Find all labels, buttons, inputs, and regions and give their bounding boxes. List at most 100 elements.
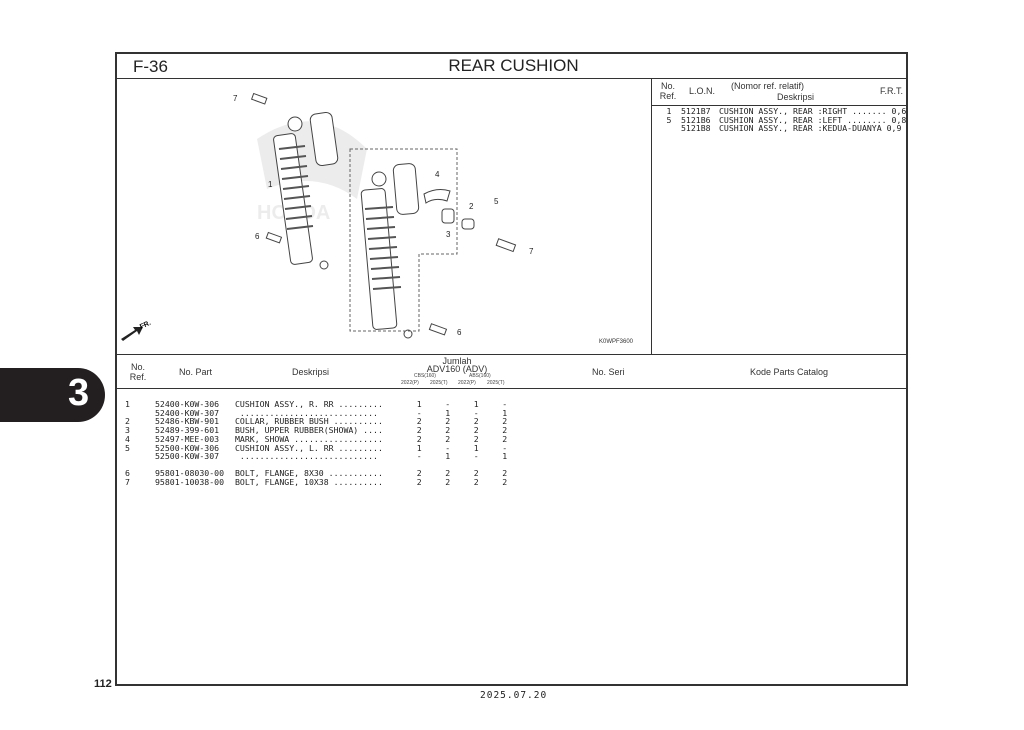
table-row: 5 52500-K0W-306 CUSHION ASSY., L. RR .....… bbox=[125, 442, 519, 453]
cell-qty: 1 bbox=[502, 451, 508, 462]
chapter-number: 3 bbox=[68, 372, 90, 414]
cell-qty: 2 bbox=[416, 425, 422, 436]
cell-part: 52400-K0W-306 bbox=[155, 399, 220, 409]
cell-qty: 1 bbox=[473, 442, 479, 453]
svg-text:1: 1 bbox=[268, 180, 273, 189]
cell-qty: 2 bbox=[445, 416, 451, 427]
cell-qty: 2 bbox=[502, 433, 508, 444]
cell-qty: 2 bbox=[445, 467, 451, 478]
cell-qty: 2 bbox=[473, 425, 479, 436]
parts-header-desc: Deskripsi bbox=[292, 367, 330, 377]
parts-page-frame: F-36 REAR CUSHION HONDA bbox=[115, 52, 908, 686]
cell-qty: 2 bbox=[473, 433, 479, 444]
cell-qty: 2 bbox=[416, 433, 422, 444]
callouts: 716 452 376 bbox=[233, 94, 534, 337]
svg-text:6: 6 bbox=[255, 232, 260, 241]
parts-header-cbs: CBS(160) bbox=[414, 373, 436, 379]
cell-qty: 2 bbox=[502, 476, 508, 487]
lon-header-desc: Deskripsi bbox=[777, 92, 815, 102]
left-shock-absorber bbox=[360, 163, 420, 339]
cell-qty: - bbox=[416, 451, 422, 462]
cell-qty: 2 bbox=[416, 476, 422, 487]
table-row: 52400-K0W-307 ..........................… bbox=[125, 407, 519, 418]
cell-part: 52486-KBW-901 bbox=[155, 416, 220, 427]
cell-desc: CUSHION ASSY., L. RR ......... bbox=[235, 442, 383, 453]
parts-header-part: No. Part bbox=[179, 367, 213, 377]
svg-text:5: 5 bbox=[494, 197, 499, 206]
cell-qty: 2 bbox=[502, 416, 508, 427]
cell-qty: 2 bbox=[445, 433, 451, 444]
cell-qty: - bbox=[473, 407, 479, 418]
cell-qty: 2 bbox=[416, 416, 422, 427]
bolt-7 bbox=[250, 92, 268, 105]
cell-qty: - bbox=[502, 399, 508, 409]
svg-text:6: 6 bbox=[457, 328, 462, 337]
cell-qty: 1 bbox=[445, 407, 451, 418]
cell-qty: - bbox=[416, 407, 422, 418]
svg-text:7: 7 bbox=[529, 247, 534, 256]
right-shock-absorber bbox=[273, 111, 339, 270]
showa-mark bbox=[423, 189, 451, 204]
table-row: 1 52400-K0W-306 CUSHION ASSY., R. RR .....… bbox=[125, 400, 519, 409]
cell-desc: BOLT, FLANGE, 8X30 ........... bbox=[235, 467, 383, 478]
cell-qty: - bbox=[445, 399, 451, 409]
cell-qty: 2 bbox=[473, 467, 479, 478]
parts-header-y4: 2025(T) bbox=[487, 380, 505, 386]
cell-desc: CUSHION ASSY., R. RR ......... bbox=[235, 399, 383, 409]
cell-qty: 2 bbox=[445, 476, 451, 487]
cell-qty: 2 bbox=[502, 425, 508, 436]
cell-desc: MARK, SHOWA .................. bbox=[235, 433, 383, 444]
table-row: 4 52497-MEE-003 MARK, SHOWA ..............… bbox=[125, 435, 519, 444]
svg-text:4: 4 bbox=[435, 170, 440, 179]
bolt-6 bbox=[265, 231, 283, 244]
cell-qty: 1 bbox=[502, 407, 508, 418]
cell-desc: BUSH, UPPER RUBBER(SHOWA) .... bbox=[235, 425, 383, 436]
cell-qty: 1 bbox=[445, 451, 451, 462]
cell-qty: 1 bbox=[416, 442, 422, 453]
front-arrow-icon bbox=[121, 327, 143, 341]
diagram-code: K0WPF3600 bbox=[599, 339, 634, 345]
parts-header-seri: No. Seri bbox=[592, 367, 625, 377]
cell-qty: 2 bbox=[473, 416, 479, 427]
front-label: FR. bbox=[139, 320, 152, 331]
cell-qty: - bbox=[445, 442, 451, 453]
lon-header-lon: L.O.N. bbox=[689, 86, 716, 96]
lon-header-frt: F.R.T. bbox=[880, 86, 904, 96]
cell-desc: ............................ bbox=[235, 407, 378, 418]
parts-header-y3: 2022(P) bbox=[458, 380, 476, 386]
parts-header-ref: No. Ref. bbox=[129, 362, 147, 382]
chapter-tab: 3 bbox=[0, 368, 105, 422]
cell-ref: 3 bbox=[125, 425, 130, 436]
parts-header-model: ADV160 (ADV) bbox=[426, 364, 488, 374]
svg-text:2: 2 bbox=[469, 202, 474, 211]
cell-part: 52500-K0W-307 bbox=[155, 451, 220, 462]
svg-text:7: 7 bbox=[233, 94, 238, 103]
bolt-6b bbox=[428, 323, 448, 336]
page-number: 112 bbox=[94, 678, 112, 690]
cell-ref: 1 bbox=[125, 399, 130, 409]
cell-part: 52497-MEE-003 bbox=[155, 433, 220, 444]
collar bbox=[461, 218, 475, 230]
date: 2025.07.20 bbox=[480, 690, 548, 701]
table-row: 52500-K0W-307 ..........................… bbox=[125, 452, 519, 461]
cell-qty: - bbox=[502, 442, 508, 453]
cell-ref: 6 bbox=[125, 467, 130, 478]
exploded-diagram: HONDA 716 452 376 bbox=[121, 92, 634, 345]
cell-qty: 1 bbox=[473, 399, 479, 409]
cell-part: 52500-K0W-306 bbox=[155, 442, 220, 453]
cell-ref: 5 bbox=[125, 442, 130, 453]
parts-header-y1: 2022(P) bbox=[401, 380, 419, 386]
page-title: REAR CUSHION bbox=[448, 56, 579, 75]
parts-rows: 1 52400-K0W-306 CUSHION ASSY., R. RR .....… bbox=[125, 400, 519, 486]
cell-ref: 4 bbox=[125, 433, 130, 444]
parts-header-jumlah: Jumlah bbox=[442, 356, 472, 366]
cell-desc: COLLAR, RUBBER BUSH .......... bbox=[235, 416, 383, 427]
lon-header-desc-top: (Nomor ref. relatif) bbox=[731, 81, 805, 91]
cell-ref: 7 bbox=[125, 476, 130, 487]
bolt-7b bbox=[495, 238, 517, 253]
